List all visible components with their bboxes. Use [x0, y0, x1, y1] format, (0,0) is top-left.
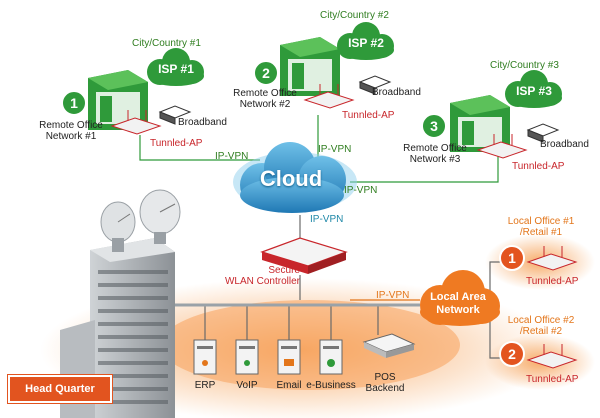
office-label-1: Remote Office Network #1	[39, 120, 103, 142]
site-1-number: 1	[70, 95, 78, 111]
local-office-2-label: Local Office #2 /Retail #2	[507, 315, 575, 337]
server-label-email: Email	[276, 380, 302, 391]
vpn-label-1: IP-VPN	[215, 151, 249, 162]
vpn-label-2: IP-VPN	[318, 144, 352, 155]
vpn-lines	[139, 115, 499, 183]
isp-cloud-3	[505, 70, 562, 108]
ap-label-1: Tunnled-AP	[150, 138, 203, 149]
controller-label: Secure WLAN Controller	[224, 265, 300, 287]
isp-label-3: ISP #3	[516, 84, 552, 98]
server-label-erp: ERP	[194, 380, 216, 391]
ap-label-3: Tunnled-AP	[512, 161, 565, 172]
city-label-3: City/Country #3	[490, 60, 559, 71]
isp-label-2: ISP #2	[348, 36, 384, 50]
vpn-label-3: IP-VPN	[344, 185, 378, 196]
wlan-controller-device	[260, 237, 348, 274]
site-3-number: 3	[430, 118, 438, 134]
city-label-2: City/Country #2	[320, 10, 389, 21]
server-icons	[193, 333, 416, 375]
head-quarter-badge: Head Quarter	[8, 375, 112, 403]
local-ap-label-2: Tunnled-AP	[526, 374, 579, 385]
broadband-modems	[158, 75, 560, 143]
local-office-1-label: Local Office #1 /Retail #1	[507, 216, 575, 238]
city-label-1: City/Country #1	[132, 38, 201, 49]
office-label-3: Remote Office Network #3	[403, 143, 467, 165]
lan-cloud-shape	[420, 270, 500, 326]
server-label-voip: VoIP	[236, 380, 258, 391]
isp-cloud-2	[337, 22, 394, 60]
remote-office-2-building	[280, 37, 340, 96]
isp-label-1: ISP #1	[158, 62, 194, 76]
tunneled-ap-devices	[110, 84, 578, 369]
vpn-label-4: IP-VPN	[310, 214, 344, 225]
site-number-circles	[61, 60, 525, 367]
broadband-label-3: Broadband	[540, 139, 589, 150]
cloud-shape	[233, 142, 357, 213]
local-1-number: 1	[508, 250, 516, 266]
broadband-label-1: Broadband	[178, 117, 227, 128]
server-label-pos: POS Backend	[365, 372, 405, 394]
office-label-2: Remote Office Network #2	[233, 88, 297, 110]
broadband-label-2: Broadband	[372, 87, 421, 98]
vpn-label-5: IP-VPN	[376, 290, 410, 301]
site-2-number: 2	[262, 65, 270, 81]
local-ap-label-1: Tunnled-AP	[526, 276, 579, 287]
remote-office-1-building	[88, 70, 148, 130]
server-label-ebusiness: e-Business	[306, 380, 356, 391]
cloud-label: Cloud	[259, 166, 323, 191]
isp-cloud-1	[147, 48, 204, 86]
ap-label-2: Tunnled-AP	[342, 110, 395, 121]
remote-office-3-building	[450, 95, 510, 152]
local-2-number: 2	[508, 346, 516, 362]
lan-label: Local Area Network	[430, 291, 486, 316]
